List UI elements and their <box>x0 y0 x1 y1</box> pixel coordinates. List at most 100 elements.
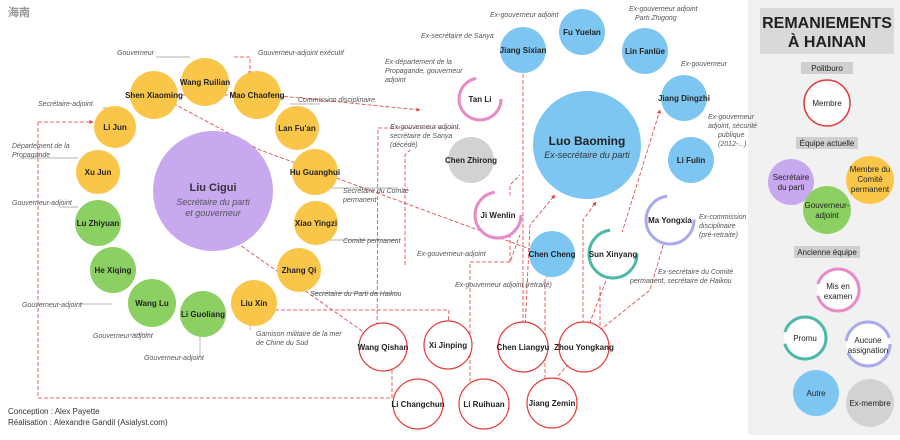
legend-membre-circle <box>803 79 851 127</box>
node-mao-chaofeng <box>233 71 281 119</box>
note-linfanlue-2: Parti Zhigong <box>635 15 677 22</box>
legend-aucune-line1: Aucune <box>854 336 882 345</box>
legend-ancienne-equipe-label: Ancienne équipe <box>797 248 857 257</box>
li-jun-label: Li Jun <box>103 123 127 132</box>
note-ga-executif: Gouverneur-adjoint exécutif <box>258 50 345 57</box>
node-ji-wenlin <box>473 190 523 240</box>
legend-autre-circle <box>793 370 839 416</box>
note-departement-1: Département de la <box>12 143 70 150</box>
legend-membre-comite-line2: Comité <box>857 175 883 184</box>
legend-autre-label: Autre <box>806 389 826 398</box>
line-wangqishan-up <box>376 127 458 351</box>
note-jiwenlin: Ex-gouverneur-adjoint <box>417 251 487 258</box>
note-garnison-2: de Chine du Sud <box>256 340 309 347</box>
legend-membre-label: Membre <box>812 99 842 108</box>
chen-cheng-label: Chen Cheng <box>528 250 575 259</box>
note-linfanlue-1: Ex-gouverneur adjoint <box>629 6 699 13</box>
node-jiang-sixian <box>500 27 546 73</box>
legend-ancienne-equipe-tag <box>794 246 860 258</box>
note-haikou: Secrétaire du Parti de Haikou <box>310 291 402 298</box>
current-team: Wang Ruilian Mao Chaofeng Shen Xiaoming … <box>75 58 340 337</box>
lu-zhiyuan-label: Lu Zhiyuan <box>77 219 120 228</box>
annotation-leaders <box>20 56 398 357</box>
note-departement-2: Propagande <box>12 152 50 159</box>
note-lifulin-3: publique <box>717 132 745 139</box>
legend-promu-label: Promu <box>793 334 817 343</box>
li-changchun-label: Li Changchun <box>391 400 444 409</box>
legend-membre-comite-line1: Membre du <box>850 165 890 174</box>
mao-chaofeng-label: Mao Chaofeng <box>229 91 284 100</box>
ma-yongxia-label: Ma Yongxia <box>648 216 692 225</box>
credits-line1: Conception : Alex Payette <box>8 407 100 416</box>
node-sun-xinyang <box>587 228 639 280</box>
note-lifulin-4: (2012-...) <box>718 141 746 148</box>
xi-jinping-label: Xi Jinping <box>429 341 467 350</box>
jiang-dingzhi-label: Jiang Dingzhi <box>658 94 710 103</box>
node-hu-guanghui <box>292 149 338 195</box>
li-fulin-label: Li Fulin <box>677 156 706 165</box>
liu-xin-label: Liu Xin <box>241 299 268 308</box>
legend-aucune-line2: assignation <box>848 346 888 355</box>
wang-qishan-label: Wang Qishan <box>358 343 409 352</box>
line-ruihuan <box>469 234 521 388</box>
note-mayongxia-3: (pré-retraite) <box>699 232 738 239</box>
note-chencheng: Ex-gouverneur adjoint (retraité) <box>455 282 552 289</box>
node-wang-lu <box>128 279 176 327</box>
line-left-loop <box>37 122 392 399</box>
legend-membre-comite-circle <box>846 156 894 204</box>
node-zhang-qi <box>277 248 321 292</box>
note-gouverneur: Gouverneur <box>117 50 155 57</box>
former-team: Tan Li Chen Zhirong Ji Wenlin Chen Cheng… <box>445 9 714 280</box>
legend-mis-en-examen-line1: Mis en <box>826 282 850 291</box>
lan-fuan-label: Lan Fu'an <box>278 124 316 133</box>
annotations: Gouverneur Gouverneur-adjoint exécutif S… <box>12 6 757 362</box>
node-fu-yuelan <box>559 9 605 55</box>
title-line1: REMANIEMENTS <box>762 15 892 32</box>
wang-lu-label: Wang Lu <box>135 299 169 308</box>
node-li-guoliang <box>180 291 226 337</box>
legend-membre-comite-line3: permanent <box>851 185 890 194</box>
node-he-xiqing <box>90 247 136 293</box>
line-mao <box>234 56 252 76</box>
note-sunxinyang-1: Ex-secrétaire du Comité <box>658 269 733 276</box>
liu-cigui-role2: et gouverneur <box>185 208 242 218</box>
legend-ex-membre-circle <box>846 379 894 427</box>
node-shen-xiaoming <box>130 71 178 119</box>
luo-baoming-role: Ex-secrétaire du parti <box>544 150 631 160</box>
xu-jun-label: Xu Jun <box>85 168 112 177</box>
node-xu-jun <box>76 150 120 194</box>
note-tanli-3: adjoint <box>385 77 407 84</box>
note-sccp-1: Secrétaire du Comité <box>343 188 409 195</box>
xiao-yingzi-label: Xiao Yingzi <box>295 219 337 228</box>
li-ruihuan-label: Li Ruihuan <box>463 400 504 409</box>
note-sccp-2: permanent <box>342 197 378 204</box>
header-chinese: 海南 <box>8 5 30 19</box>
node-zhou-yongkang <box>558 321 610 373</box>
node-lin-fanlue <box>622 28 668 74</box>
node-li-fulin <box>668 137 714 183</box>
note-ga-hexiqing: Gouverneur-adjoint <box>22 302 83 309</box>
note-secretaire-adjoint: Secrétaire-adjoint <box>38 101 94 108</box>
line-qishan-chen <box>404 149 411 265</box>
legend-politburo-tag <box>801 62 853 74</box>
line-zhou-luo <box>582 201 597 330</box>
fu-yuelan-label: Fu Yuelan <box>563 28 601 37</box>
chen-liangyu-label: Chen Liangyu <box>497 343 550 352</box>
node-liu-xin <box>231 280 277 326</box>
note-sunxinyang-2: permanent, secrétaire de Haikou <box>629 278 732 285</box>
line-cross <box>151 91 561 261</box>
node-lan-fuan <box>275 106 319 150</box>
node-liu-cigui <box>153 131 273 251</box>
legend-aucune-circle <box>844 320 892 368</box>
node-luo-baoming <box>533 91 641 199</box>
node-chen-zhirong <box>448 137 494 183</box>
node-lu-zhiyuan <box>75 200 121 246</box>
legend-gouverneur-line2: adjoint <box>815 211 839 220</box>
note-chenzhirong-2: secrétaire de Sanya <box>390 133 452 140</box>
legend-mis-en-examen-line2: examen <box>824 292 852 301</box>
shen-xiaoming-label: Shen Xiaoming <box>125 91 183 100</box>
note-lifulin-1: Ex-gouverneur <box>708 114 755 121</box>
title-line2: À HAINAN <box>788 32 866 51</box>
note-ga-liguoliang: Gouverneur-adjoint <box>144 355 205 362</box>
